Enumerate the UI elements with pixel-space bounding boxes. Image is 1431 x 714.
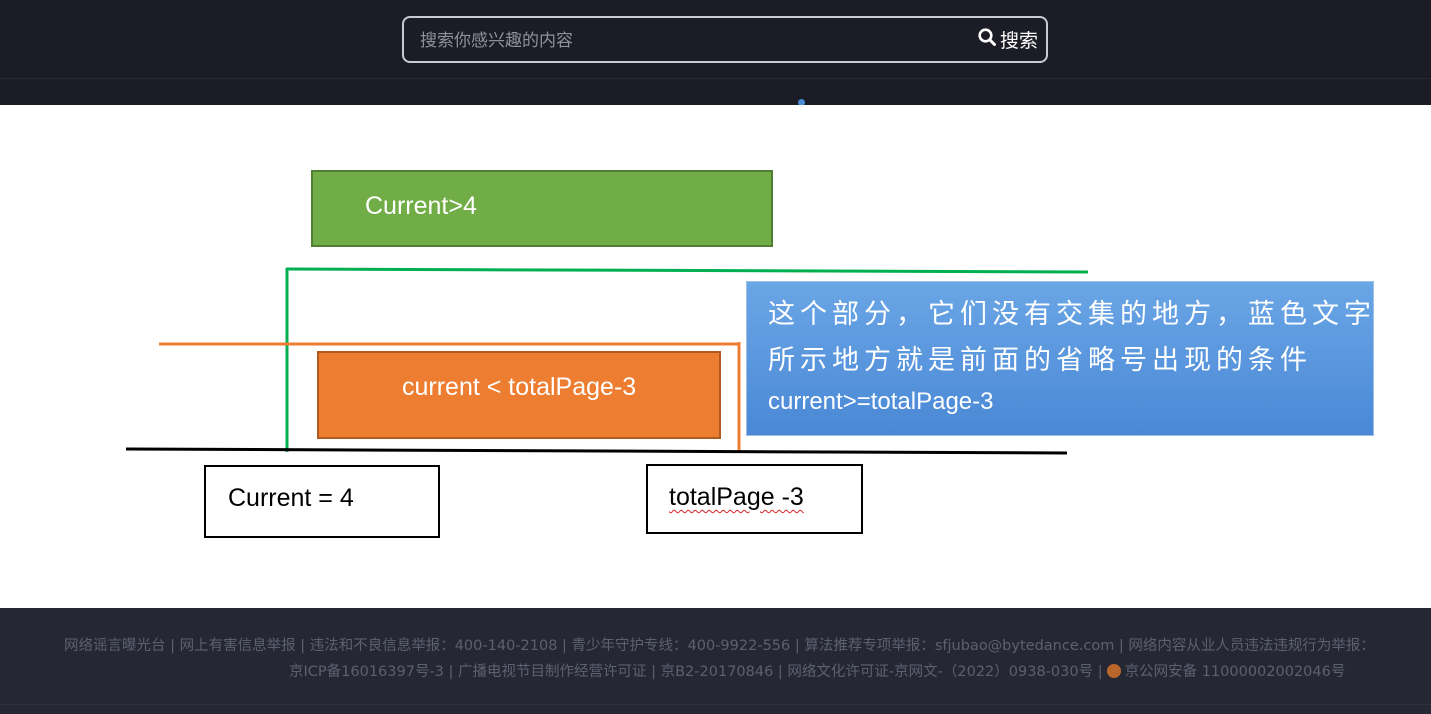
search-icon [978, 28, 996, 51]
search-button-label: 搜索 [999, 30, 1038, 52]
callout-line-2: 所示地方就是前面的省略号出现的条件 [768, 345, 1312, 376]
condition-current-greater-4: Current>4 [311, 170, 773, 247]
green-box-label: Current>4 [365, 192, 477, 220]
current-equals-4-box: Current = 4 [204, 465, 440, 538]
current-box-label: Current = 4 [228, 484, 354, 512]
police-emblem-icon [1106, 664, 1121, 678]
total-box-label: totalPage -3 [669, 483, 804, 511]
footer-links-row[interactable]: 网络谣言曝光台 | 网上有害信息举报 | 违法和不良信息举报：400-140-2… [64, 638, 1375, 654]
header-divider [0, 78, 1431, 79]
site-footer: 网络谣言曝光台 | 网上有害信息举报 | 违法和不良信息举报：400-140-2… [0, 608, 1431, 714]
top-header: 搜索 [0, 0, 1431, 106]
total-page-minus-3-box: totalPage -3 [646, 464, 863, 534]
explanation-callout: 这个部分，它们没有交集的地方，蓝色文字 所示地方就是前面的省略号出现的条件 cu… [746, 281, 1374, 436]
diagram-lines [125, 267, 1089, 455]
search-bar: 搜索 [402, 16, 1048, 63]
green-horizontal-line [285, 267, 1089, 274]
condition-current-less-total: current < totalPage-3 [317, 351, 721, 439]
public-security-record[interactable]: 京公网安备 11000002002046号 [1124, 664, 1346, 680]
orange-box-label: current < totalPage-3 [402, 373, 637, 401]
search-button[interactable]: 搜索 [978, 18, 1038, 61]
carousel-dot[interactable] [798, 99, 805, 106]
footer-divider [0, 704, 1431, 705]
article-image: Current>4 current < totalPage-3 这个部分，它们没… [0, 105, 1431, 608]
callout-line-1: 这个部分，它们没有交集的地方，蓝色文字 [768, 299, 1376, 330]
search-input[interactable] [418, 18, 962, 63]
footer-license-row: 京ICP备16016397号-3 | 广播电视节目制作经营许可证 | 京B2-2… [289, 660, 1345, 681]
black-axis-line [125, 447, 1068, 455]
callout-line-3: current>=totalPage-3 [768, 388, 994, 415]
license-text[interactable]: 京ICP备16016397号-3 | 广播电视节目制作经营许可证 | 京B2-2… [289, 664, 1103, 680]
